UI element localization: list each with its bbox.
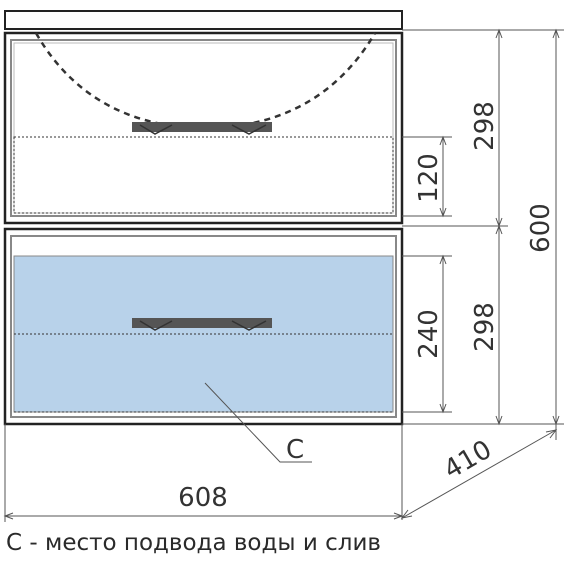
dim-top-inner: 120 [402,135,452,218]
dim-bottom-inner-label: 240 [414,309,444,359]
caption: С - место подвода воды и слив [6,530,381,556]
countertop [4,10,403,30]
dim-bottom-drawer-label: 298 [470,302,500,352]
dim-depth: 410 [400,424,558,520]
callout-leader [204,382,312,463]
dim-total-height-label: 600 [526,203,556,253]
dim-width: 608 [3,424,404,522]
dim-depth-label: 410 [439,435,497,486]
callout-label: C [286,435,304,465]
bottom-drawer-inner [10,235,397,418]
top-drawer-inner-space [13,136,394,214]
dim-bottom-drawer: 298 [402,224,508,426]
top-drawer-inner [10,39,397,217]
dim-top-drawer-label: 298 [470,101,500,151]
dim-bottom-inner: 240 [402,254,452,414]
top-drawer-handle-icon [132,122,272,135]
bottom-drawer-handle-icon [132,318,272,331]
dim-top-drawer: 298 [402,28,508,228]
dim-top-inner-label: 120 [414,153,444,203]
dim-total-height: 600 [508,28,564,426]
dim-width-label: 608 [178,483,228,513]
